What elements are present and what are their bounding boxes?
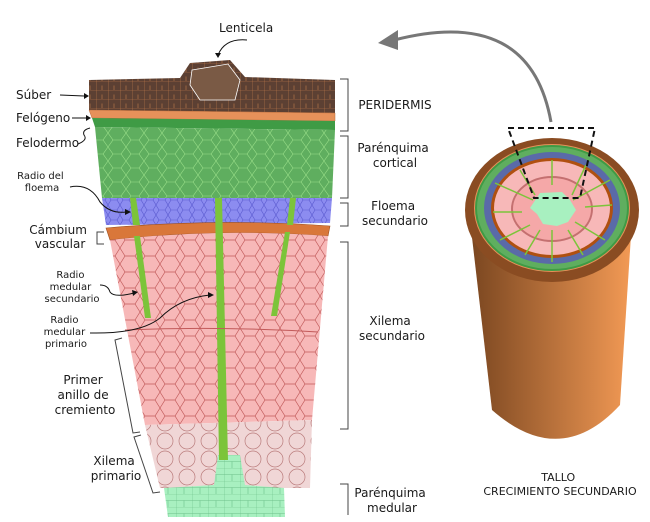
label-parenquima-cortical: Parénquima cortical [357, 141, 432, 170]
xilema-secundario-bracket [340, 241, 349, 430]
felodermo-arrow [77, 127, 91, 145]
radio-medular-prim-arrow [89, 294, 211, 334]
felogeno-arrowhead [86, 115, 91, 121]
growth-ring-line [124, 327, 319, 333]
ray-floema-left [130, 198, 140, 225]
label-radio-medular-primario: Radio medular primario [44, 315, 89, 350]
label-felodermo: Felodermo [16, 136, 79, 150]
lenticela-arrowhead [215, 53, 221, 58]
lenticela-arrow [217, 39, 248, 56]
label-felogeno: Felógeno [16, 111, 70, 125]
xilema-primario-bracket [133, 434, 161, 494]
lenticela [189, 63, 241, 101]
label-primer-anillo: Primer anillo de cremiento [55, 373, 116, 417]
peridermis-bracket [340, 78, 349, 132]
felodermo-layer [92, 118, 335, 130]
label-lenticela: Lenticela [219, 21, 273, 35]
ray-secondary-right [271, 232, 290, 316]
suber-arrowhead [84, 93, 89, 99]
stem-medula [530, 192, 576, 226]
label-cambium: Cámbium vascular [29, 223, 91, 251]
radio-floema-arrow [69, 185, 127, 213]
floema-secundario-bracket [340, 202, 349, 227]
label-suber: Súber [16, 88, 51, 102]
primer-anillo-bracket [114, 337, 141, 434]
suber-arrow [59, 94, 85, 97]
stem-rays [493, 160, 613, 262]
zoom-arrowhead [378, 30, 398, 50]
label-peridermis: PERIDERMIS [358, 98, 431, 112]
cambium-bracket [96, 231, 104, 245]
parenquima-medular-bracket [340, 483, 349, 515]
label-floema-secundario: Floema secundario [362, 199, 428, 228]
radio-medular-sec-arrow [99, 284, 135, 296]
stem-body [470, 220, 632, 439]
left-labels: Lenticela Súber Felógeno Felodermo Radio… [16, 21, 273, 494]
cortex-layer [95, 127, 335, 198]
radio-medular-sec-arrowhead [132, 290, 138, 296]
stem-caption: TALLO CRECIMIENTO SECUNDARIO [483, 471, 637, 498]
label-xilema-secundario: Xilema secundario [359, 314, 425, 343]
label-xilema-primario: Xilema primario [91, 454, 142, 483]
ray-floema-right [287, 198, 296, 225]
label-radio-floema: Radio del floema [17, 171, 67, 194]
right-labels: PERIDERMIS Parénquima cortical Floema se… [340, 78, 432, 515]
zoom-arrow [393, 30, 553, 123]
stem-cylinder [465, 127, 639, 439]
label-radio-medular-secundario: Radio medular secundario [44, 270, 99, 305]
tissue-wedge [88, 60, 336, 517]
label-parenquima-medular: Parénquima medular [354, 486, 429, 515]
ray-secondary-left [134, 236, 151, 318]
radio-floema-arrowhead [125, 209, 131, 215]
radio-medular-prim-arrowhead [208, 292, 214, 298]
xilema-primario-layer [145, 420, 312, 488]
parenquima-cortical-bracket [340, 135, 349, 199]
medula-layer [164, 455, 285, 517]
